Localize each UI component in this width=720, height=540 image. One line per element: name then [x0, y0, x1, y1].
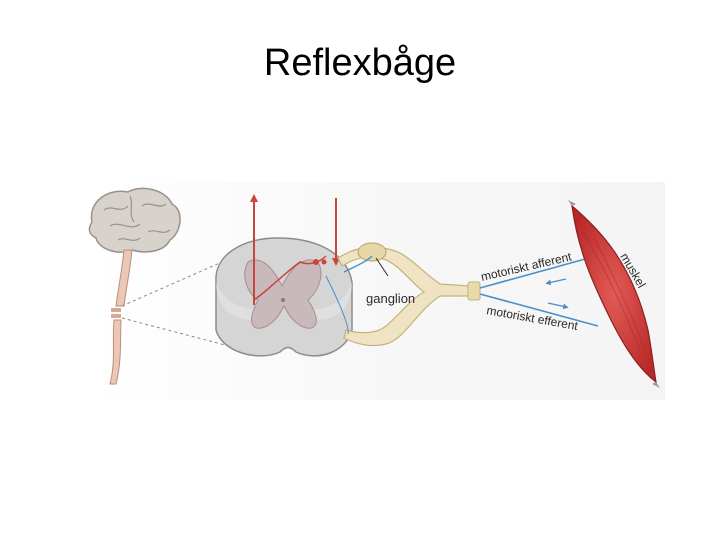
brain-illustration: [89, 188, 180, 252]
motor-neuron-dot-2: [322, 260, 327, 265]
motor-neuron-dot: [313, 259, 319, 265]
ganglion-label: ganglion: [366, 291, 415, 306]
spinal-cord-cross-section: [216, 238, 352, 356]
dorsal-root-ganglion: [358, 243, 386, 261]
